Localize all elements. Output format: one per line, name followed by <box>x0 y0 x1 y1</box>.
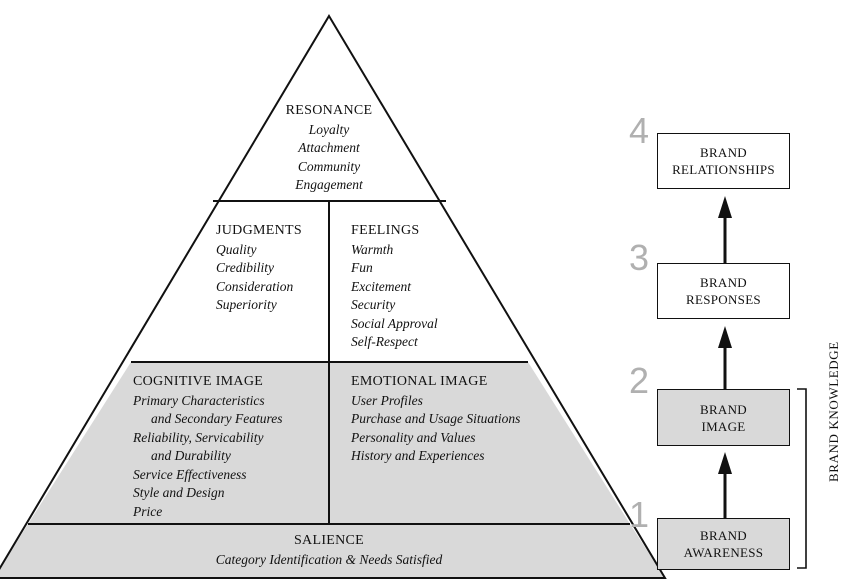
cognitive-image-item: Service Effectiveness <box>133 466 247 482</box>
salience-level-fill <box>0 524 665 578</box>
brand-awareness-box: BRAND AWARENESS <box>657 518 790 570</box>
cognitive-image-item: Primary Characteristics <box>133 392 265 408</box>
step-number-3: 3 <box>629 237 650 278</box>
feelings-item: Self-Respect <box>351 334 418 349</box>
brand-awareness-line2: AWARENESS <box>683 545 764 560</box>
arrow-responses-to-relationships <box>718 196 732 263</box>
cognitive-image-item: Price <box>133 503 163 519</box>
emotional-image-title: EMOTIONAL IMAGE <box>351 374 488 389</box>
step-number-2: 2 <box>629 360 650 401</box>
cognitive-image-title: COGNITIVE IMAGE <box>133 374 264 389</box>
feelings-item: Warmth <box>351 241 394 257</box>
resonance-item: Engagement <box>295 177 363 192</box>
judgments-title: JUDGMENTS <box>216 223 302 238</box>
judgments-block: JUDGMENTS Quality Credibility Considerat… <box>216 222 302 315</box>
arrow-image-to-responses <box>718 326 732 389</box>
brand-relationships-line2: RELATIONSHIPS <box>672 162 775 177</box>
brand-knowledge-bracket <box>797 388 807 569</box>
salience-block: SALIENCE Category Identification & Needs… <box>129 532 529 569</box>
brand-knowledge-label: BRAND KNOWLEDGE <box>826 341 841 482</box>
brand-responses-box: BRAND RESPONSES <box>657 263 790 319</box>
salience-subtitle: Category Identification & Needs Satisfie… <box>215 551 443 567</box>
judgments-item: Superiority <box>216 297 277 312</box>
resonance-block: RESONANCE Loyalty Attachment Community E… <box>269 102 389 195</box>
judgments-item: Credibility <box>216 260 274 275</box>
feelings-title: FEELINGS <box>351 223 420 238</box>
emotional-image-item: Purchase and Usage Situations <box>351 411 521 426</box>
emotional-image-item: History and Experiences <box>351 448 485 463</box>
resonance-item: Community <box>297 158 361 174</box>
judgments-item: Consideration <box>216 278 294 294</box>
brand-awareness-line1: BRAND <box>699 528 747 543</box>
pyramid-outline <box>0 14 667 579</box>
brand-responses-line1: BRAND <box>699 275 747 290</box>
feelings-item: Social Approval <box>351 315 438 331</box>
cognitive-image-item: Style and Design <box>133 485 225 500</box>
judgments-item: Quality <box>216 241 257 257</box>
emotional-image-block: EMOTIONAL IMAGE User Profiles Purchase a… <box>351 373 520 466</box>
cognitive-image-block: COGNITIVE IMAGE Primary Characteristics … <box>133 373 282 521</box>
arrow-awareness-to-image <box>718 452 732 518</box>
cognitive-image-item: Reliability, Servicability <box>133 429 264 445</box>
feelings-item: Excitement <box>351 278 411 294</box>
resonance-item: Loyalty <box>308 121 350 137</box>
brand-image-box: BRAND IMAGE <box>657 389 790 446</box>
cognitive-image-item: and Secondary Features <box>151 411 283 426</box>
step-number-1: 1 <box>629 494 650 535</box>
brand-image-line1: BRAND <box>699 401 747 417</box>
emotional-image-item: Personality and Values <box>351 429 476 445</box>
feelings-item: Fun <box>351 260 373 275</box>
emotional-image-item: User Profiles <box>351 392 423 408</box>
cognitive-image-item: and Durability <box>151 448 231 463</box>
feelings-item: Security <box>351 297 396 312</box>
brand-responses-line2: RESPONSES <box>686 292 761 307</box>
step-number-4: 4 <box>629 110 650 151</box>
resonance-title: RESONANCE <box>285 103 373 118</box>
resonance-item: Attachment <box>298 140 360 155</box>
brand-relationships-line1: BRAND <box>699 145 747 160</box>
brand-image-line2: IMAGE <box>701 418 746 434</box>
feelings-block: FEELINGS Warmth Fun Excitement Security … <box>351 222 438 352</box>
salience-title: SALIENCE <box>293 533 365 548</box>
brand-relationships-box: BRAND RELATIONSHIPS <box>657 133 790 189</box>
